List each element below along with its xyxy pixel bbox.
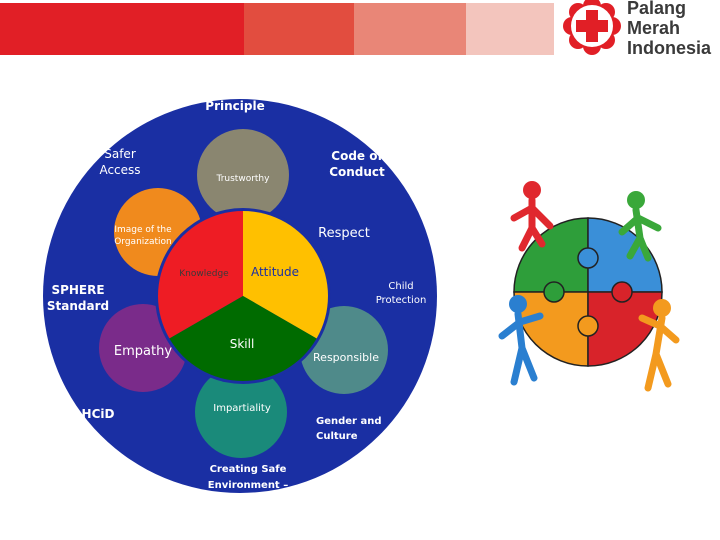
petal-trustworthy	[197, 129, 289, 221]
label-fundamental-principle: Fundamental Principle	[190, 83, 280, 113]
header-band-4	[466, 3, 554, 55]
label-trustworthy: Trustworthy	[216, 174, 270, 184]
label-responsible: Responsible	[313, 351, 379, 364]
sector-skill	[169, 296, 317, 381]
logo-text: Palang Merah Indonesia	[627, 0, 711, 58]
label-gender-culture: Gender and Culture	[316, 416, 382, 442]
red-cross-flower-icon	[563, 0, 621, 55]
header-band-1	[0, 3, 244, 55]
label-child-protection: Child Protection	[375, 281, 427, 306]
label-attitude: Attitude	[250, 265, 300, 279]
label-sphere-standard: SPHERE Standard	[46, 283, 110, 313]
label-code-of-conduct: Code of Conduct	[329, 149, 385, 179]
label-respect: Respect	[318, 226, 370, 241]
label-skill: Skill	[229, 337, 255, 351]
label-hcid: HCiD	[81, 407, 115, 421]
logo-line-2: Merah	[627, 18, 681, 38]
puzzle-teamwork-icon	[498, 181, 680, 392]
label-knowledge: Knowledge	[179, 269, 229, 279]
sector-attitude	[243, 211, 328, 339]
label-creating-safe-environment: Creating Safe Environment – Vulnerable g…	[199, 464, 297, 507]
logo-line-3: Indonesia	[627, 38, 712, 58]
petal-impartiality	[195, 366, 287, 458]
header-band-3	[354, 3, 466, 55]
label-impartiality: Impartiality	[213, 403, 271, 414]
logo-line-1: Palang	[627, 0, 687, 18]
header-band-2	[244, 3, 354, 55]
sector-knowledge	[158, 211, 243, 339]
label-empathy: Empathy	[113, 344, 173, 359]
label-image-of-organization: Image of the Organization	[114, 225, 172, 247]
label-safer-access: Safer Access	[99, 147, 141, 177]
